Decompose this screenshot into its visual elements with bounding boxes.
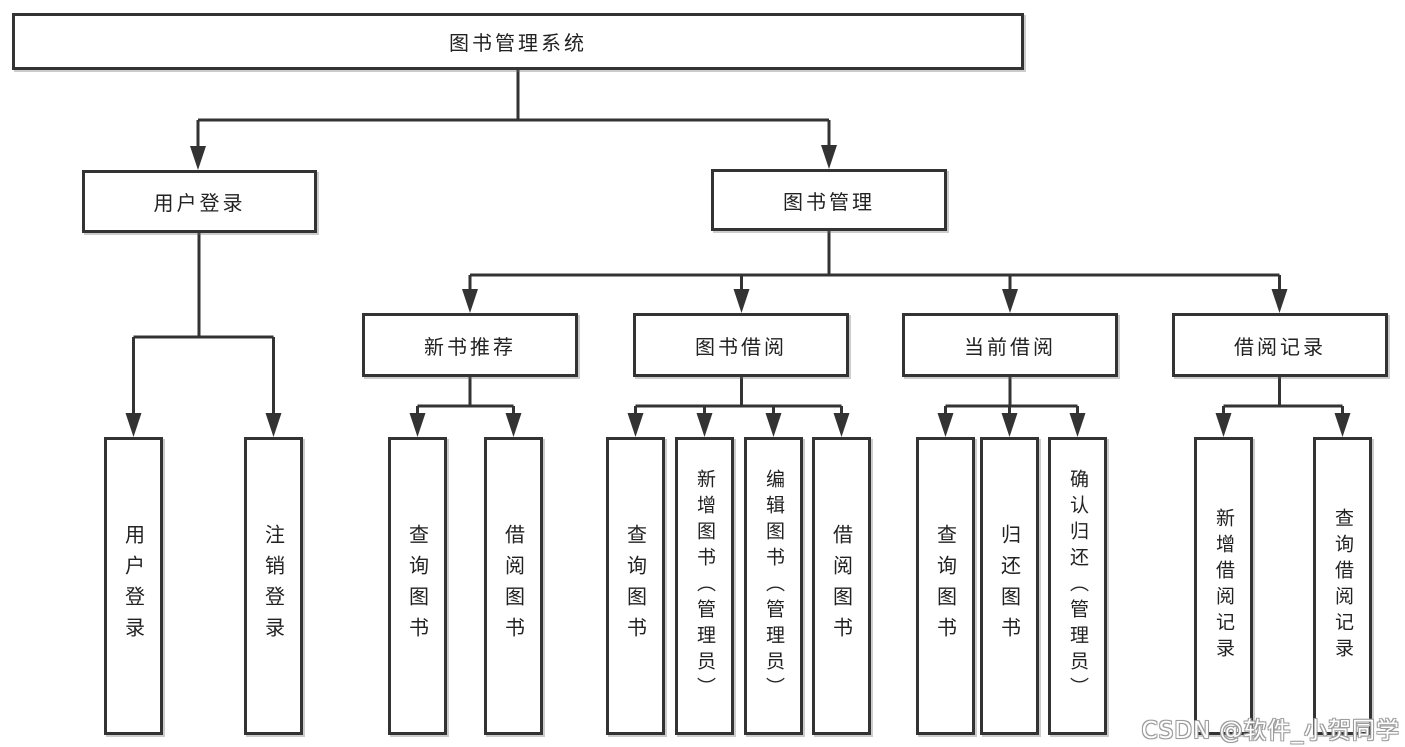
connector-current-borrow-to-leaves <box>937 377 1086 437</box>
connector-line <box>1222 377 1344 414</box>
arrowhead <box>1069 413 1086 437</box>
connector-book-management-to-level2 <box>462 231 1288 313</box>
leaf-return-books: 归还图书 <box>980 437 1039 735</box>
arrowhead <box>821 145 837 169</box>
arrowhead <box>190 146 206 170</box>
arrowhead <box>462 289 478 313</box>
arrowhead <box>765 413 782 437</box>
node-borrow-records: 借阅记录 <box>1172 313 1388 377</box>
arrowhead <box>409 413 426 437</box>
node-root: 图书管理系统 <box>12 13 1024 70</box>
arrowhead <box>505 413 522 437</box>
leaf-borrow-books: 借阅图书 <box>812 437 871 735</box>
node-current-borrow: 当前借阅 <box>902 313 1118 377</box>
arrowhead <box>1215 413 1232 437</box>
arrowhead <box>627 413 644 437</box>
node-new-book-recommend: 新书推荐 <box>362 313 578 377</box>
leaf-add-borrow-record: 新增借阅记录 <box>1194 437 1253 735</box>
node-book-management: 图书管理 <box>711 169 947 231</box>
leaf-logout: 注销登录 <box>244 437 303 735</box>
leaf-query-borrow-record: 查询借阅记录 <box>1313 437 1372 735</box>
leaf-query-books-recommend: 查询图书 <box>388 437 447 735</box>
connector-new-book-recommend-to-leaves <box>409 377 522 437</box>
connector-line <box>132 233 275 414</box>
leaf-user-login: 用户登录 <box>104 437 163 735</box>
connector-line <box>416 377 515 414</box>
arrowhead <box>696 413 713 437</box>
connector-book-borrow-to-leaves <box>627 377 850 437</box>
connector-line <box>468 231 1281 290</box>
leaf-borrow-books-recommend: 借阅图书 <box>484 437 543 735</box>
leaf-query-books-current: 查询图书 <box>916 437 975 735</box>
connector-root-to-level1 <box>190 69 837 170</box>
connector-line <box>196 69 831 148</box>
arrowhead <box>1002 289 1018 313</box>
arrowhead <box>1271 289 1288 313</box>
node-book-borrow: 图书借阅 <box>633 313 849 377</box>
arrowhead <box>1001 413 1018 437</box>
connector-line <box>944 377 1079 414</box>
leaf-edit-books-admin: 编辑图书（管理员） <box>744 437 803 735</box>
arrowhead <box>125 413 142 437</box>
arrowhead <box>265 413 282 437</box>
arrowhead <box>937 413 954 437</box>
watermark: CSDN @软件_小贺同学 <box>1141 718 1400 744</box>
node-user-login: 用户登录 <box>82 170 317 233</box>
connector-user-login-to-leaves <box>125 233 282 437</box>
arrowhead <box>833 413 850 437</box>
leaf-confirm-return-admin: 确认归还（管理员） <box>1048 437 1107 735</box>
arrowhead <box>733 289 750 313</box>
leaf-add-books-admin: 新增图书（管理员） <box>675 437 734 735</box>
connector-line <box>634 377 843 414</box>
leaf-query-books-borrow: 查询图书 <box>606 437 665 735</box>
arrowhead <box>1334 413 1351 437</box>
connector-borrow-records-to-leaves <box>1215 377 1351 437</box>
